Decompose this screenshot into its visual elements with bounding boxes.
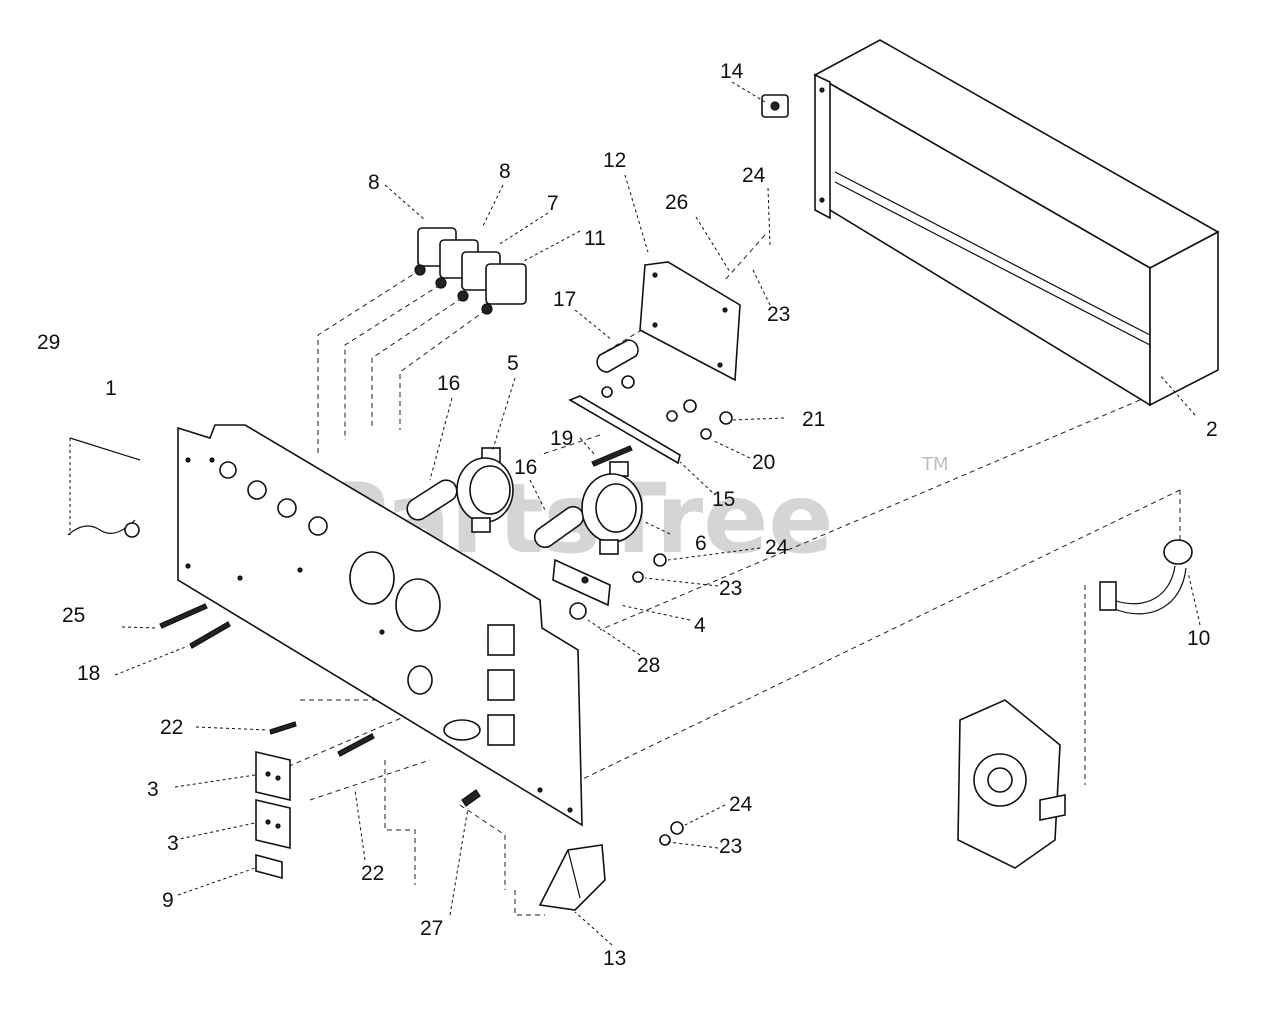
engine-housing [957, 699, 1066, 869]
callout-16: 16 [514, 456, 537, 479]
watermark-trademark: TM [921, 454, 949, 475]
callout-3: 3 [167, 832, 179, 855]
callout-16: 16 [437, 372, 460, 395]
callout-23: 23 [767, 303, 790, 326]
ground-bar [568, 375, 733, 467]
callout-22: 22 [361, 862, 384, 885]
callout-9: 9 [162, 889, 174, 912]
callout-6: 6 [695, 532, 707, 555]
callout-26: 26 [665, 191, 688, 214]
outlet [552, 553, 667, 620]
callout-18: 18 [77, 662, 100, 685]
callout-8: 8 [499, 160, 511, 183]
callout-21: 21 [802, 408, 825, 431]
callout-7: 7 [547, 192, 559, 215]
callout-22: 22 [160, 716, 183, 739]
callout-2: 2 [1206, 418, 1218, 441]
callout-28: 28 [637, 654, 660, 677]
callout-15: 15 [712, 488, 735, 511]
callout-13: 13 [603, 947, 626, 970]
callout-20: 20 [752, 451, 775, 474]
callout-23: 23 [719, 835, 742, 858]
callout-27: 27 [420, 917, 443, 940]
circuit-breakers [414, 227, 527, 315]
switch [538, 821, 684, 911]
callout-4: 4 [694, 614, 706, 637]
callout-19: 19 [550, 427, 573, 450]
callout-24: 24 [729, 793, 753, 816]
callout-1: 1 [105, 377, 117, 400]
receptacle-6 [581, 461, 643, 555]
callout-25: 25 [62, 604, 85, 627]
screws [159, 603, 481, 807]
cover-plate [639, 261, 741, 382]
receptacle-5 [456, 447, 514, 533]
callout-11: 11 [584, 227, 606, 250]
callout-12: 12 [603, 149, 626, 172]
callout-29: 29 [37, 331, 60, 354]
callout-5: 5 [507, 352, 519, 375]
wiring-harness [67, 437, 141, 538]
spacers [406, 339, 639, 549]
callout-10: 10 [1187, 627, 1210, 650]
callout-24: 24 [742, 164, 766, 187]
callout-3: 3 [147, 778, 159, 801]
callout-14: 14 [720, 60, 744, 83]
callout-24: 24 [765, 536, 789, 559]
bracket-housing [813, 39, 1220, 407]
duplex-receptacles [255, 750, 291, 880]
grommet [761, 94, 789, 118]
leader-lines [114, 81, 1201, 946]
cable-grommet [1099, 539, 1193, 615]
control-panel [177, 424, 583, 827]
callout-labels: 1 2 3 3 4 5 6 7 8 8 9 10 11 12 13 14 15 … [37, 60, 1218, 970]
callout-17: 17 [553, 288, 576, 311]
callout-8: 8 [368, 171, 380, 194]
callout-23: 23 [719, 577, 742, 600]
